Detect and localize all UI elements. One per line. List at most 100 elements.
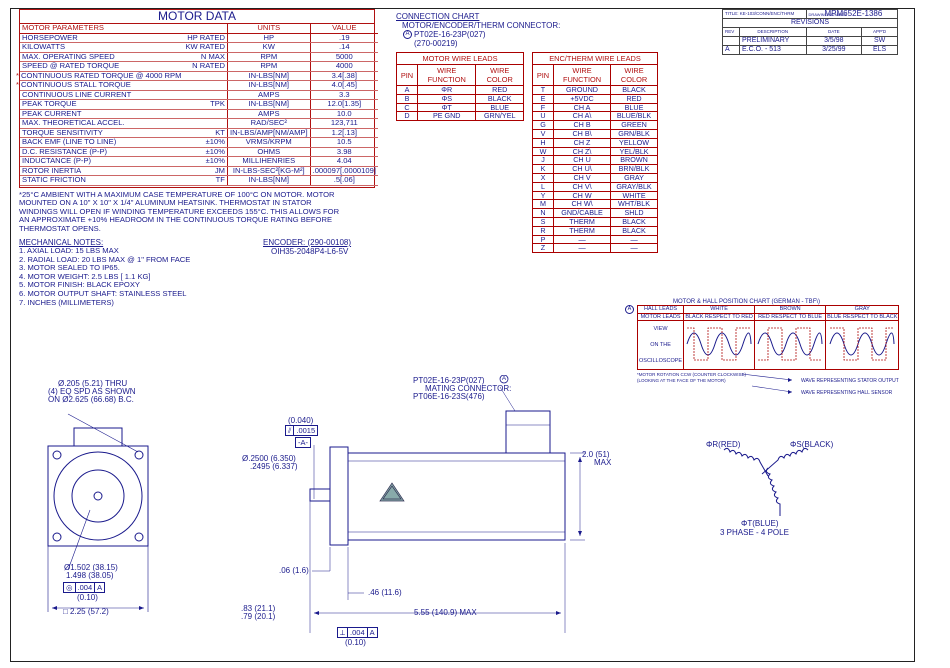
phase-s-coil <box>761 447 809 475</box>
motor-data-units: IN-LBS[Nm] <box>226 80 311 91</box>
footnote-star: * <box>16 80 19 89</box>
hall-r0: MOTOR LEADS <box>636 312 685 321</box>
lead-pin: R <box>532 225 554 236</box>
flange-thick-dim: .06 (1.6) <box>279 566 309 575</box>
lead-color: GRAY <box>610 172 658 183</box>
hall-h2: BROWN <box>754 305 827 314</box>
motor-data-value: 4000 <box>309 61 378 72</box>
lead-function: THERM <box>552 225 612 236</box>
lead-color: GRN/BLK <box>610 128 658 139</box>
phase-t-coil <box>765 467 781 516</box>
shaft-dim-1: Ø.2500 (6.350) <box>242 454 296 463</box>
col-param: MOTOR PARAMETERS <box>20 23 184 34</box>
encoder-part: OIH35-2048P4-L6-5V <box>271 247 349 256</box>
lead-function: THERM <box>552 216 612 227</box>
motor-data-block: MOTOR DATA MOTOR PARAMETERS UNITS VALUE … <box>16 9 378 188</box>
hole-spec-2: (4) EQ SPD AS SHOWN <box>48 387 136 396</box>
motor-leads-header-row: PIN WIRE FUNCTION WIRE COLOR <box>396 64 524 86</box>
motor-data-value: .000097[.0000109] <box>309 166 378 176</box>
winding-diagram <box>723 447 809 516</box>
motor-data-footnote: *25°C AMBIENT WITH A MAXIMUM CASE TEMPER… <box>19 190 339 233</box>
motor-data-row: TORQUE SENSITIVITYKtIN-LBS/AMP[Nm/AMP]1.… <box>20 128 378 138</box>
motor-data-cond <box>183 71 228 81</box>
hall-chart-marker-label: A <box>627 306 632 312</box>
lead-pin: D <box>396 111 418 122</box>
hall-h0: HALL LEADS <box>636 305 685 314</box>
lead-function: CH V <box>552 172 612 183</box>
motor-data-cond: Kt <box>183 128 228 138</box>
shaft-len-1: .83 (21.1) <box>241 604 276 613</box>
side-label-view: VIEW <box>653 326 668 332</box>
warning-triangle-icon <box>379 482 405 502</box>
rev-h-desc: DESCRIPTION <box>739 27 807 37</box>
lead-color: YELLOW <box>610 137 658 148</box>
revisions-label: REVISIONS <box>722 18 898 28</box>
revision-appd: SW <box>861 36 898 46</box>
phase-r-label: ΦR(RED) <box>706 440 741 449</box>
motor-data-header: MOTOR PARAMETERS UNITS VALUE <box>20 23 378 34</box>
mount-hole-tr <box>134 450 144 460</box>
hall-r1: BLACK respect to RED <box>683 312 756 321</box>
motor-data-units: Vrms/Krpm <box>226 137 311 148</box>
motor-data-units: AMPS <box>226 90 311 100</box>
pilot-dim-2: 1.498 (38.05) <box>66 571 114 580</box>
motor-data-param: INDUCTANCE (P-P) <box>20 156 184 167</box>
lead-pin: L <box>532 181 554 192</box>
body-circle <box>53 451 143 541</box>
side-label-oscilloscope: OSCILLOSCOPE <box>639 358 683 364</box>
motor-data-param: MAX. THEORETICAL ACCEL. <box>20 118 184 129</box>
pilot-leader <box>67 509 91 571</box>
motor-data-cond: Jm <box>183 166 228 176</box>
mechanical-note-line: 6. MOTOR OUTPUT SHAFT: STAINLESS STEEL <box>19 288 187 298</box>
concentricity-icon: ◎ <box>64 583 76 592</box>
pilot-dim-1: Ø1.502 (38.15) <box>64 563 118 572</box>
footnote-line: AN APPROXIMATE +10% HEADROOM IN THE CONT… <box>19 215 333 225</box>
width-dimension <box>47 546 149 612</box>
lead-color: — <box>610 243 658 254</box>
pilot-depth-dim: .46 (11.6) <box>368 588 402 597</box>
footnote-line: MOUNTED ON A 10" X 10" X 1/4" ALUMINUM H… <box>19 198 312 208</box>
title-row: TITLE: ΚΕ-103/CONN/ENC/THRM DRAWING NUMB… <box>722 9 898 19</box>
lead-pin: X <box>532 172 554 183</box>
perp-fcf-mm: (0.10) <box>345 638 366 647</box>
pilot-circle <box>71 469 125 523</box>
shaft-circle <box>93 491 103 501</box>
mechanical-notes-title: MECHANICAL NOTES: <box>19 238 104 247</box>
lead-row: P—— <box>532 234 658 245</box>
perp-fcf-datum: A <box>369 628 375 637</box>
revisions-row: REVISIONS <box>722 18 898 28</box>
motor-data-param: *CONTINUOUS RATED TORQUE @ 4000 RPM <box>16 71 184 81</box>
hall-motor-row: MOTOR LEADS BLACK respect to RED RED res… <box>636 312 900 321</box>
perpendicularity-icon: ⟂ <box>338 628 349 637</box>
motor-data-value: .14 <box>309 42 378 53</box>
hall-chart-title: MOTOR & HALL POSITION CHART (GERMAN - TB… <box>673 299 821 305</box>
wave-brown-icon <box>757 327 823 361</box>
width-dim: □ 2.25 (57.2) <box>63 607 109 616</box>
motor-data-value: .19 <box>309 33 378 43</box>
motor-data-units: OHMS <box>226 147 311 157</box>
lead-function: PE GND <box>416 111 477 122</box>
hall-header-row: HALL LEADS WHITE BROWN GRAY <box>636 305 900 314</box>
el-h-pin: PIN <box>532 64 554 86</box>
motor-data-value: 4.04 <box>309 156 378 167</box>
motor-data-row: PEAK TORQUETpkIN-LBS[Nm]12.0[1.35] <box>20 99 378 110</box>
motor-data-value: 3.3 <box>309 90 378 100</box>
datum-a: -A- <box>295 437 311 448</box>
lead-color: GRN/YEL <box>475 111 524 122</box>
side-view-drawing <box>309 375 585 633</box>
hall-position-table: HALL LEADS WHITE BROWN GRAY MOTOR LEADS … <box>636 305 900 370</box>
enc-therm-wire-leads-table: ENC/THERM WIRE LEADS PIN WIRE FUNCTION W… <box>532 52 658 254</box>
wave-white-icon <box>686 327 752 361</box>
lead-color: BLACK <box>610 216 658 227</box>
connector-top <box>73 427 123 447</box>
hall-h3: GRAY <box>825 305 900 314</box>
